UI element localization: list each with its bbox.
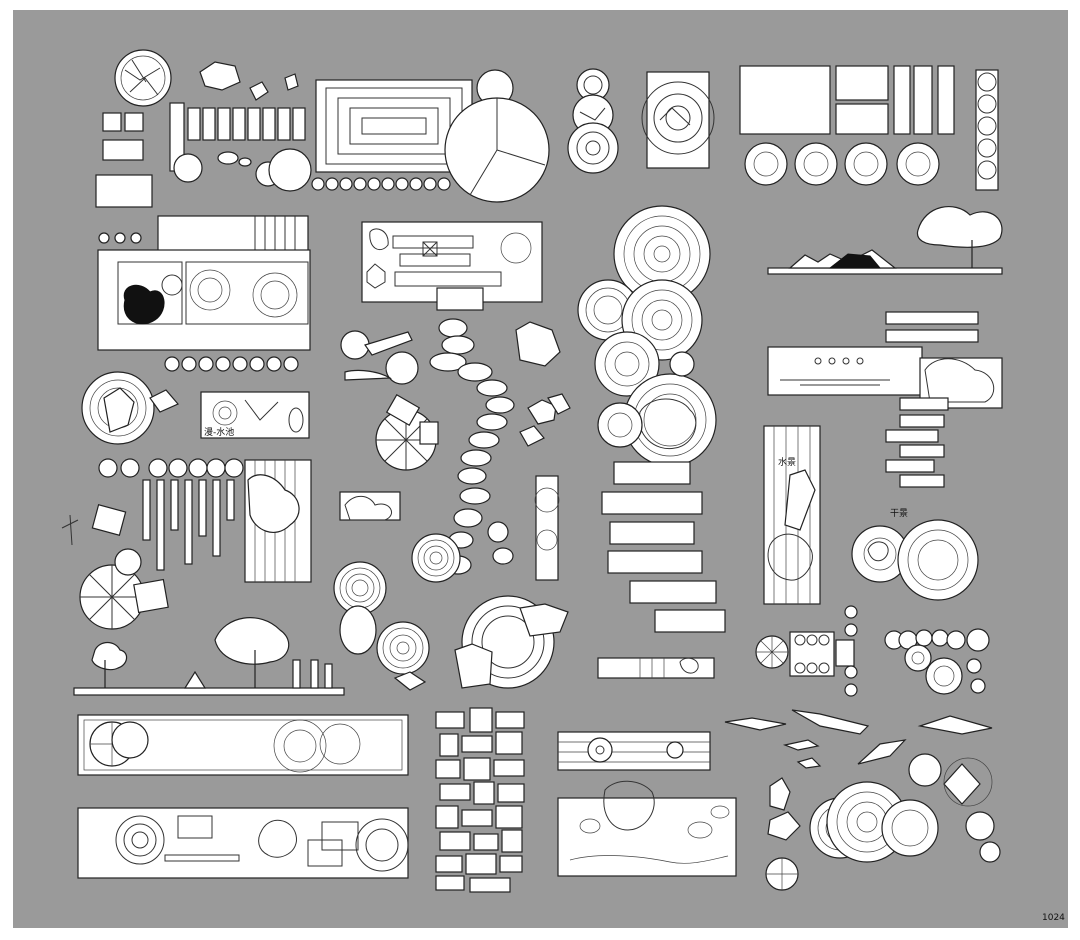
dry-landscape-garden-icon: 干景 bbox=[851, 508, 979, 601]
tiered-fountain-icon bbox=[567, 68, 619, 174]
panel-caption: 漫-水池 bbox=[204, 426, 234, 438]
crazy-paving-icon bbox=[435, 707, 525, 893]
column-circles-icon bbox=[975, 69, 999, 191]
stepping-slab-strip-icon bbox=[597, 657, 715, 679]
shrub-bed-icon bbox=[339, 491, 401, 521]
tree-elevation-icon bbox=[73, 617, 345, 696]
umbrella-table-icon bbox=[375, 394, 439, 471]
small-circle-row-icon bbox=[98, 232, 142, 244]
path-bench-icon bbox=[340, 330, 419, 385]
tree-canopy-icon bbox=[114, 49, 172, 107]
column-row-icon bbox=[98, 458, 244, 571]
boulder-cluster-icon bbox=[515, 321, 571, 447]
panel-wall-icon bbox=[739, 65, 955, 135]
round-seat-cluster-icon bbox=[884, 628, 990, 695]
parasol-umbrella-icon bbox=[61, 504, 169, 630]
slab-stack-icon bbox=[885, 311, 979, 343]
stool-row-icon bbox=[164, 356, 299, 372]
water-panel-icon: 漫-水池 bbox=[200, 391, 310, 439]
planter-bed-icon bbox=[97, 249, 311, 351]
pond-garden-strip-icon bbox=[77, 807, 409, 879]
title-text: 干景 bbox=[890, 508, 908, 519]
boulder-icon bbox=[199, 61, 299, 101]
paving-slab-icon bbox=[95, 102, 306, 208]
courtyard-plan-icon bbox=[361, 221, 543, 311]
pie-plaza-icon bbox=[444, 69, 550, 203]
gravel-pond-strip-icon bbox=[77, 714, 409, 776]
stepping-stones-icon bbox=[173, 148, 312, 192]
slat-bench-icon bbox=[157, 215, 309, 253]
round-plaza-icon bbox=[454, 595, 569, 689]
pavilion-plan-icon bbox=[755, 605, 858, 697]
zen-garden-icon bbox=[81, 371, 179, 445]
flat-rocks-icon bbox=[724, 709, 993, 769]
gravel-garden-box-icon bbox=[557, 780, 737, 877]
lined-deck-icon bbox=[557, 731, 711, 771]
offset-slabs-icon bbox=[885, 397, 949, 488]
rock-mountain-elevation-icon bbox=[767, 206, 1003, 275]
tree-deck-icon bbox=[244, 459, 312, 583]
step-slabs-icon bbox=[601, 461, 726, 633]
round-stool-row-icon bbox=[311, 177, 451, 191]
round-planter-row-icon bbox=[744, 142, 940, 186]
tree-canopy-group-icon bbox=[765, 753, 1001, 891]
garden-plan-icon bbox=[641, 71, 715, 169]
ripple-pond-icon bbox=[333, 533, 461, 691]
tree-path-board-icon: 水景 bbox=[763, 425, 821, 605]
big-ripple-icon bbox=[577, 205, 717, 467]
watermark-text: 1024 bbox=[1042, 913, 1065, 923]
ripple-trio-icon bbox=[767, 777, 939, 863]
board-caption: 水景 bbox=[778, 456, 796, 468]
tree-column-icon bbox=[487, 475, 560, 581]
